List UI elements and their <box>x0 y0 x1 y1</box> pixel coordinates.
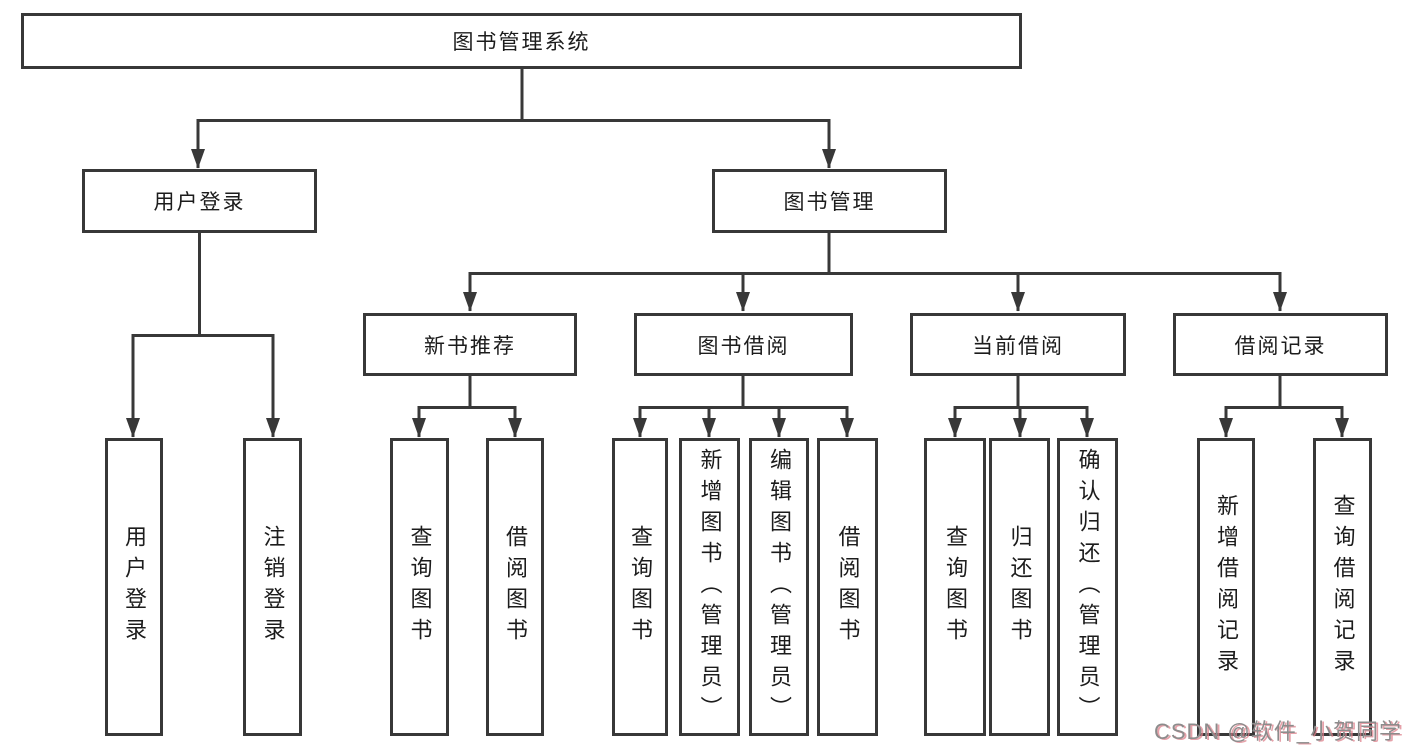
leaf-query-book-newbook: 查询图书 <box>390 438 449 736</box>
node-book-borrow: 图书借阅 <box>634 313 853 376</box>
node-library-system: 图书管理系统 <box>21 13 1022 69</box>
leaf-add-book-admin: 新增图书（管理员） <box>679 438 740 736</box>
leaf-edit-book-admin: 编辑图书（管理员） <box>749 438 809 736</box>
leaf-logout: 注销登录 <box>243 438 302 736</box>
leaf-confirm-return-admin: 确认归还（管理员） <box>1057 438 1118 736</box>
node-current-borrow: 当前借阅 <box>910 313 1126 376</box>
node-new-book-recommend: 新书推荐 <box>363 313 577 376</box>
leaf-return-book: 归还图书 <box>989 438 1050 736</box>
leaf-query-book-current: 查询图书 <box>924 438 986 736</box>
node-book-management: 图书管理 <box>712 169 947 233</box>
csdn-watermark: CSDN @软件_小贺同学 <box>1153 719 1402 744</box>
leaf-borrow-book: 借阅图书 <box>817 438 878 736</box>
leaf-borrow-book-newbook: 借阅图书 <box>486 438 544 736</box>
leaf-add-borrow-record: 新增借阅记录 <box>1197 438 1255 736</box>
leaf-query-book-borrow: 查询图书 <box>612 438 668 736</box>
leaf-user-login: 用户登录 <box>105 438 163 736</box>
node-borrow-records: 借阅记录 <box>1173 313 1388 376</box>
leaf-query-borrow-record: 查询借阅记录 <box>1313 438 1372 736</box>
node-user-login: 用户登录 <box>82 169 317 233</box>
